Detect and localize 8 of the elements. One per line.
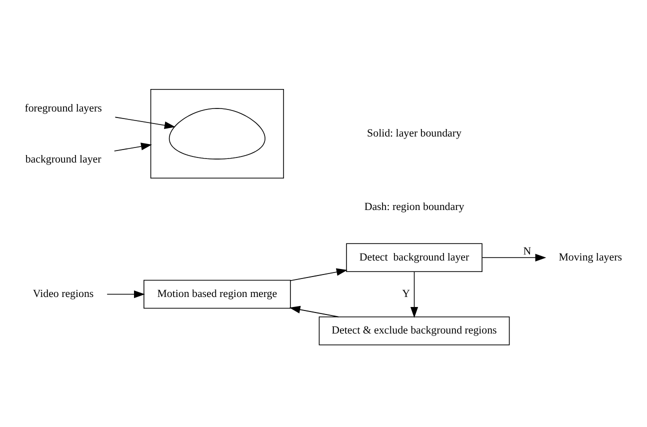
edge-label: N xyxy=(523,245,532,258)
node-text: Moving layers xyxy=(558,251,622,264)
label: Dash: region boundary xyxy=(364,200,464,212)
edge-label: Y xyxy=(402,288,410,300)
node-text: background layer xyxy=(25,152,102,165)
node-text: Video regions xyxy=(32,288,94,300)
node-text: foreground layers xyxy=(24,102,102,114)
label: Solid: layer boundary xyxy=(367,127,462,140)
